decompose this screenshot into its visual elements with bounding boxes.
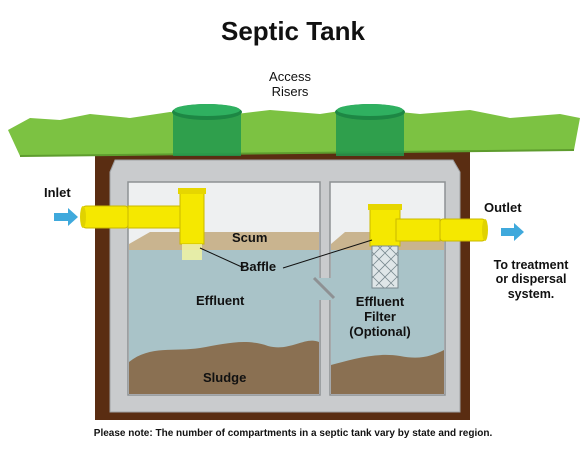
access-label-line-2: Risers xyxy=(271,83,309,99)
outlet-pipe xyxy=(439,218,486,242)
diagram-title: Septic Tank xyxy=(220,16,365,46)
outlet-baffle xyxy=(368,204,441,247)
sludge-label: Sludge xyxy=(203,370,247,385)
destination-line-1: To treatment xyxy=(493,258,569,272)
access-riser-right xyxy=(335,104,405,156)
baffle-pointer-left xyxy=(199,247,245,269)
inlet-arrow xyxy=(54,208,78,226)
outlet-arrow xyxy=(501,223,524,241)
inlet-baffle xyxy=(127,188,206,260)
access-riser-left xyxy=(172,104,242,156)
baffle-label: Baffle xyxy=(240,259,277,274)
sludge-layer-right xyxy=(331,350,444,394)
inlet-label: Inlet xyxy=(44,185,71,200)
grass xyxy=(8,108,580,156)
filter-label-line-1: Effluent xyxy=(355,294,405,309)
scum-layer-left xyxy=(129,232,319,250)
destination-line-3: system. xyxy=(507,286,555,301)
inlet-pipe xyxy=(82,205,129,229)
outlet-label: Outlet xyxy=(484,200,522,215)
effluent-label: Effluent xyxy=(196,293,245,308)
filter-label-line-2: Filter xyxy=(364,308,396,324)
effluent-filter-label: Effluent Filter (Optional) xyxy=(342,294,418,340)
scum-label: Scum xyxy=(232,230,268,245)
access-risers-label: Access Risers xyxy=(245,69,335,100)
footnote: Please note: The number of compartments … xyxy=(93,428,493,439)
baffle-pointer-right xyxy=(282,239,373,269)
sludge-layer-left xyxy=(129,340,319,394)
filter-label-line-3: (Optional) xyxy=(349,323,411,339)
access-label-line-1: Access xyxy=(269,69,311,84)
effluent-filter xyxy=(371,245,399,289)
destination-line-2: or dispersal xyxy=(495,272,567,287)
destination-label: To treatment or dispersal system. xyxy=(476,258,586,301)
